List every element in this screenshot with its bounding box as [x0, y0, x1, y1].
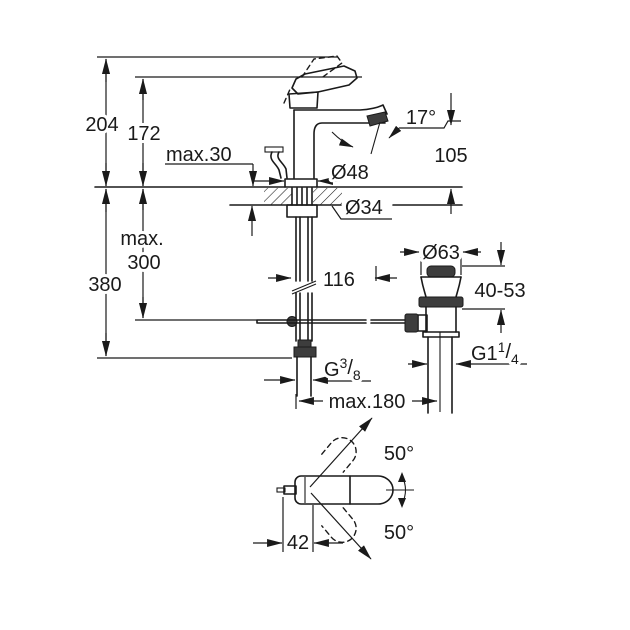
handle-lever	[291, 65, 358, 95]
dim-waste-flange-diameter: Ø63	[422, 242, 460, 264]
spray-leader-arrow	[388, 125, 402, 139]
pull-rod-right	[277, 151, 288, 179]
dim-hose-thread: G3/8	[324, 355, 361, 383]
waste-gasket	[418, 296, 464, 308]
dim-rod-travel-2: 300	[127, 252, 160, 274]
handle-pin	[276, 487, 286, 493]
pull-rod-cap	[264, 146, 284, 153]
dim-swing-lower: 50°	[384, 522, 414, 544]
dim-spray-angle: 17°	[406, 107, 436, 129]
aerator	[366, 111, 389, 127]
hose-fitting-top	[297, 339, 312, 348]
handle-top-view	[276, 417, 414, 560]
waste-flange-sides	[420, 276, 462, 298]
spray-angle-line	[370, 121, 381, 155]
dim-swing-upper: 50°	[384, 443, 414, 465]
dim-total-height: 204	[85, 114, 118, 136]
dim-clamping-range: 40-53	[474, 280, 525, 302]
waste-body	[425, 306, 457, 333]
dim-handle-height: 172	[127, 123, 160, 145]
dim-waste-offset: 116	[323, 269, 355, 291]
dim-total-depth: 380	[88, 274, 121, 296]
dim-deck-thickness: max.30	[166, 144, 232, 166]
swing-arc-arrow-up	[398, 472, 406, 482]
deck-section	[94, 186, 463, 206]
dim-hole-diameter: Ø34	[345, 197, 383, 219]
hoses-lower	[295, 292, 313, 342]
dim-handle-width: 42	[287, 532, 309, 554]
spray-arc-arrow	[331, 131, 354, 148]
handle-raised-hub-dashed	[283, 86, 292, 104]
swing-lower-leader	[310, 492, 372, 560]
dim-base-diameter: Ø48	[331, 162, 369, 184]
dim-hose-length: max.180	[329, 391, 406, 413]
spout-underside	[313, 122, 386, 179]
break-symbol	[291, 280, 317, 295]
dim-34-leader	[331, 205, 392, 220]
dimensions: 204 172 max.30 17° 105 Ø48 Ø34 380 m	[82, 56, 529, 557]
under-deck-assembly	[256, 187, 409, 397]
base-plate	[284, 178, 318, 188]
hose-tail	[296, 356, 312, 397]
handle-outline	[294, 475, 394, 505]
dim-spout-height: 105	[434, 145, 467, 167]
dim-rod-travel-1: max.	[120, 228, 163, 250]
hoses-upper	[295, 216, 313, 282]
handle-stub	[283, 485, 297, 495]
waste-pivot-knob	[404, 313, 419, 333]
waste-plug-cap	[426, 265, 456, 278]
deck-hatch-left	[264, 188, 292, 205]
dim-waste-thread: G11/4	[471, 339, 519, 367]
handle-swing-lower-dashed	[321, 507, 357, 543]
threaded-shank	[291, 187, 313, 206]
dim-4053-ext	[462, 265, 505, 310]
swing-arc-arrow-down	[398, 498, 406, 508]
deck-hatch-right	[313, 188, 342, 205]
mounting-nut	[286, 204, 318, 218]
spout-top	[293, 104, 388, 115]
pull-rod-left	[270, 151, 282, 179]
popup-rod	[256, 319, 409, 324]
handle-hub	[288, 91, 319, 109]
waste-nut	[422, 331, 460, 338]
dim-42-ext	[282, 497, 314, 552]
waste-assembly	[404, 265, 464, 414]
rod-ball-joint	[286, 316, 298, 327]
handle-raised-tip-dashed	[319, 55, 343, 80]
hose-fitting-hex	[293, 346, 317, 358]
dim-63-ext	[420, 257, 462, 275]
